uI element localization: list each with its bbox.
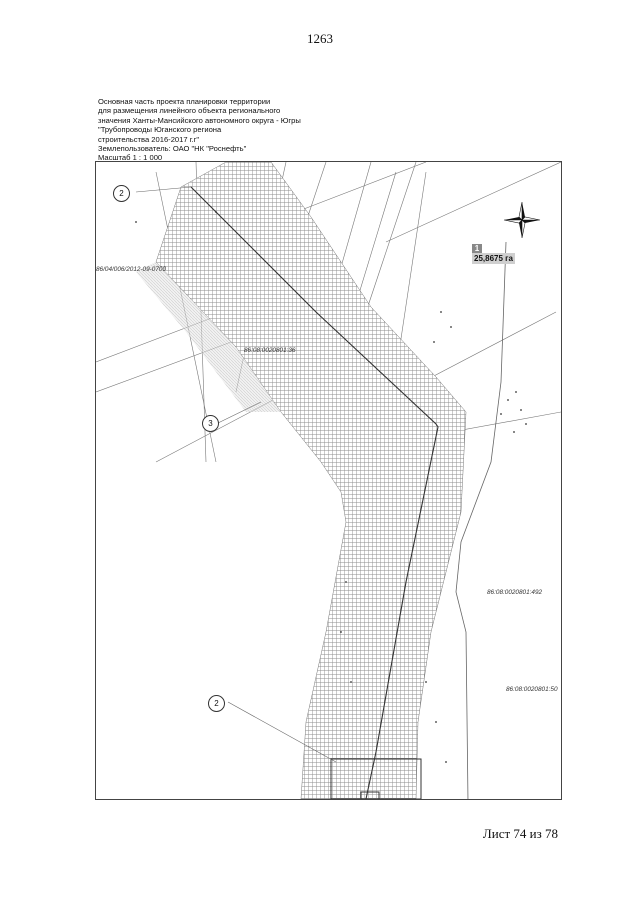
map-scale: Масштаб 1 : 1 000 — [98, 153, 163, 163]
map-title-block: Основная часть проекта планировки террит… — [98, 97, 338, 163]
title-line: значения Ханты-Мансийского автономного о… — [98, 115, 301, 125]
plot-area-label: 1 25,8675 га — [472, 244, 518, 264]
site-outline — [330, 758, 422, 799]
parcel-label: 86:08:0020801:50 — [506, 686, 558, 693]
pipeline-axis — [190, 186, 439, 799]
title-line: Основная часть проекта планировки террит… — [98, 97, 271, 106]
marker-circle: 2 — [113, 185, 130, 202]
title-line: строительства 2016-2017 г.г" — [98, 134, 200, 144]
title-line: для размещения линейного объекта региона… — [98, 106, 281, 116]
title-line: "Трубопроводы Юганского региона — [98, 125, 222, 135]
site-inner — [360, 791, 380, 799]
road-line — [455, 241, 507, 799]
parcel-label: 86/04/006/2012-09-0700 — [96, 266, 167, 273]
marker-circle: 3 — [202, 415, 219, 432]
map-drawing — [96, 162, 561, 799]
page-number: 1263 — [307, 31, 333, 46]
map-frame: 2 3 2 86/04/006/2012-09-0700 86:08:00208… — [95, 161, 562, 800]
plot-area: 25,8675 га — [472, 253, 515, 264]
sheet-number: Лист 74 из 78 — [482, 826, 558, 841]
parcel-label: 86:08:0020801:492 — [487, 589, 543, 596]
north-arrow-icon — [503, 201, 541, 239]
title-line: Землепользователь: ОАО "НК "Роснефть" — [98, 144, 247, 154]
plot-number: 1 — [472, 244, 482, 253]
corridor-light — [136, 262, 281, 412]
parcel-label: 86:08:0020801:36 — [244, 347, 296, 354]
pipeline-corridor — [155, 162, 467, 799]
marker-circle: 2 — [208, 695, 225, 712]
